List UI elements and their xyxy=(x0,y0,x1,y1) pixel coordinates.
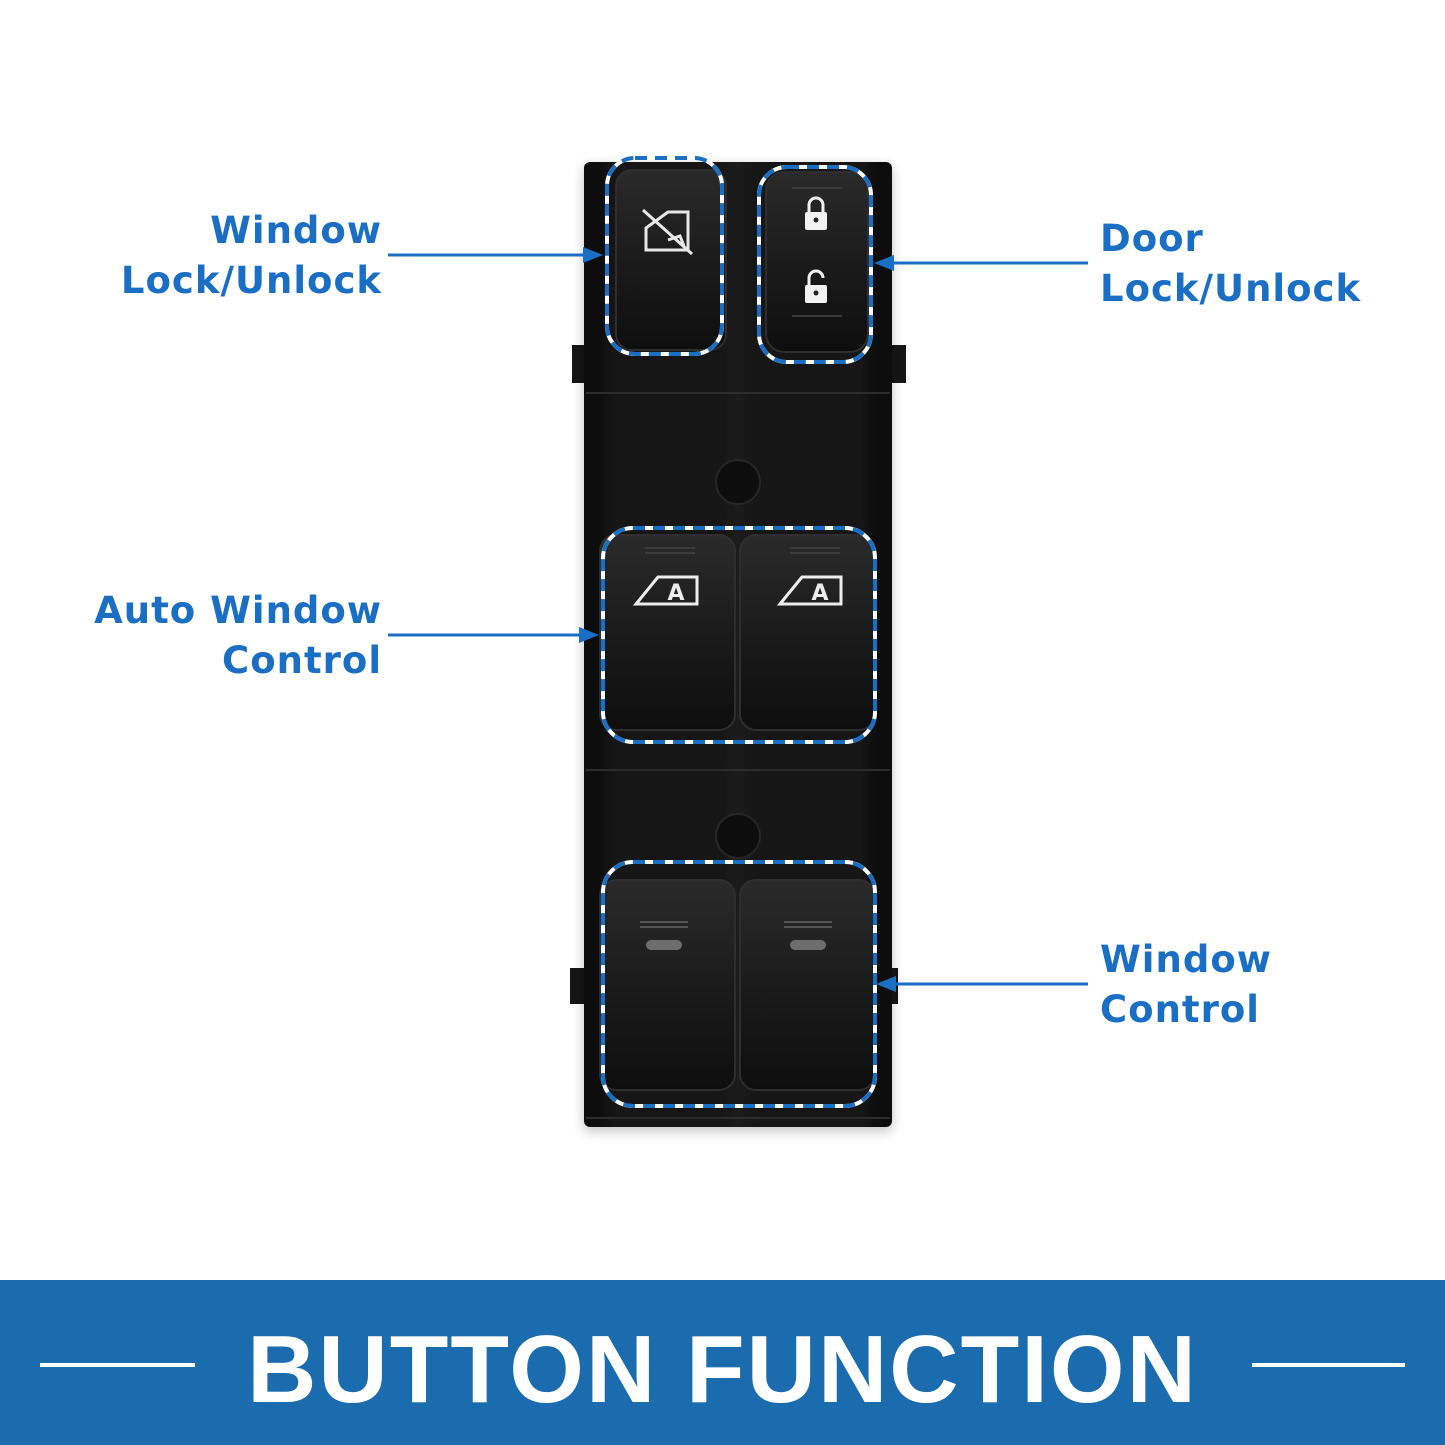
label-line: Lock/Unlock xyxy=(120,259,382,302)
label-line: Auto Window xyxy=(94,589,382,632)
label-line: Window xyxy=(1100,938,1272,981)
door-lock-button[interactable] xyxy=(765,171,869,353)
banner-title: BUTTON FUNCTION xyxy=(247,1316,1198,1423)
title-banner: BUTTON FUNCTION xyxy=(0,1280,1445,1445)
banner-rule-left xyxy=(40,1363,195,1367)
label-auto-window: Auto Window Control xyxy=(60,586,382,686)
screw-hole xyxy=(715,459,761,505)
svg-text:A: A xyxy=(811,581,828,606)
unlock-icon xyxy=(805,269,827,303)
auto-window-button-left[interactable]: A xyxy=(599,534,736,731)
window-lock-button[interactable] xyxy=(615,169,727,351)
label-line: Window xyxy=(210,209,382,252)
highlight-outlines xyxy=(601,156,877,1108)
label-line: Door xyxy=(1100,217,1204,260)
screw-hole xyxy=(715,813,761,859)
window-lock-icon xyxy=(641,208,694,256)
label-window-control: Window Control xyxy=(1100,935,1420,1035)
banner-rule-right xyxy=(1252,1363,1405,1367)
window-switch-panel: A A xyxy=(388,156,1088,1127)
indicator-light xyxy=(790,940,826,950)
auto-window-icon: A xyxy=(776,575,843,606)
svg-text:A: A xyxy=(667,581,684,606)
callout-arrows xyxy=(388,247,1088,992)
label-line: Control xyxy=(222,639,382,682)
product-photo: A A xyxy=(60,156,1420,1127)
label-door-lock: Door Lock/Unlock xyxy=(1100,214,1420,314)
label-line: Lock/Unlock xyxy=(1100,267,1362,310)
auto-window-icon: A xyxy=(632,575,699,606)
label-line: Control xyxy=(1100,988,1260,1031)
side-tab xyxy=(890,345,906,383)
side-tab xyxy=(570,968,586,1004)
indicator-light xyxy=(646,940,682,950)
window-control-button-right[interactable] xyxy=(739,879,876,1091)
label-window-lock: Window Lock/Unlock xyxy=(80,206,382,306)
window-control-button-left[interactable] xyxy=(599,879,736,1091)
auto-window-button-right[interactable]: A xyxy=(739,534,876,731)
lock-icon xyxy=(805,196,827,230)
